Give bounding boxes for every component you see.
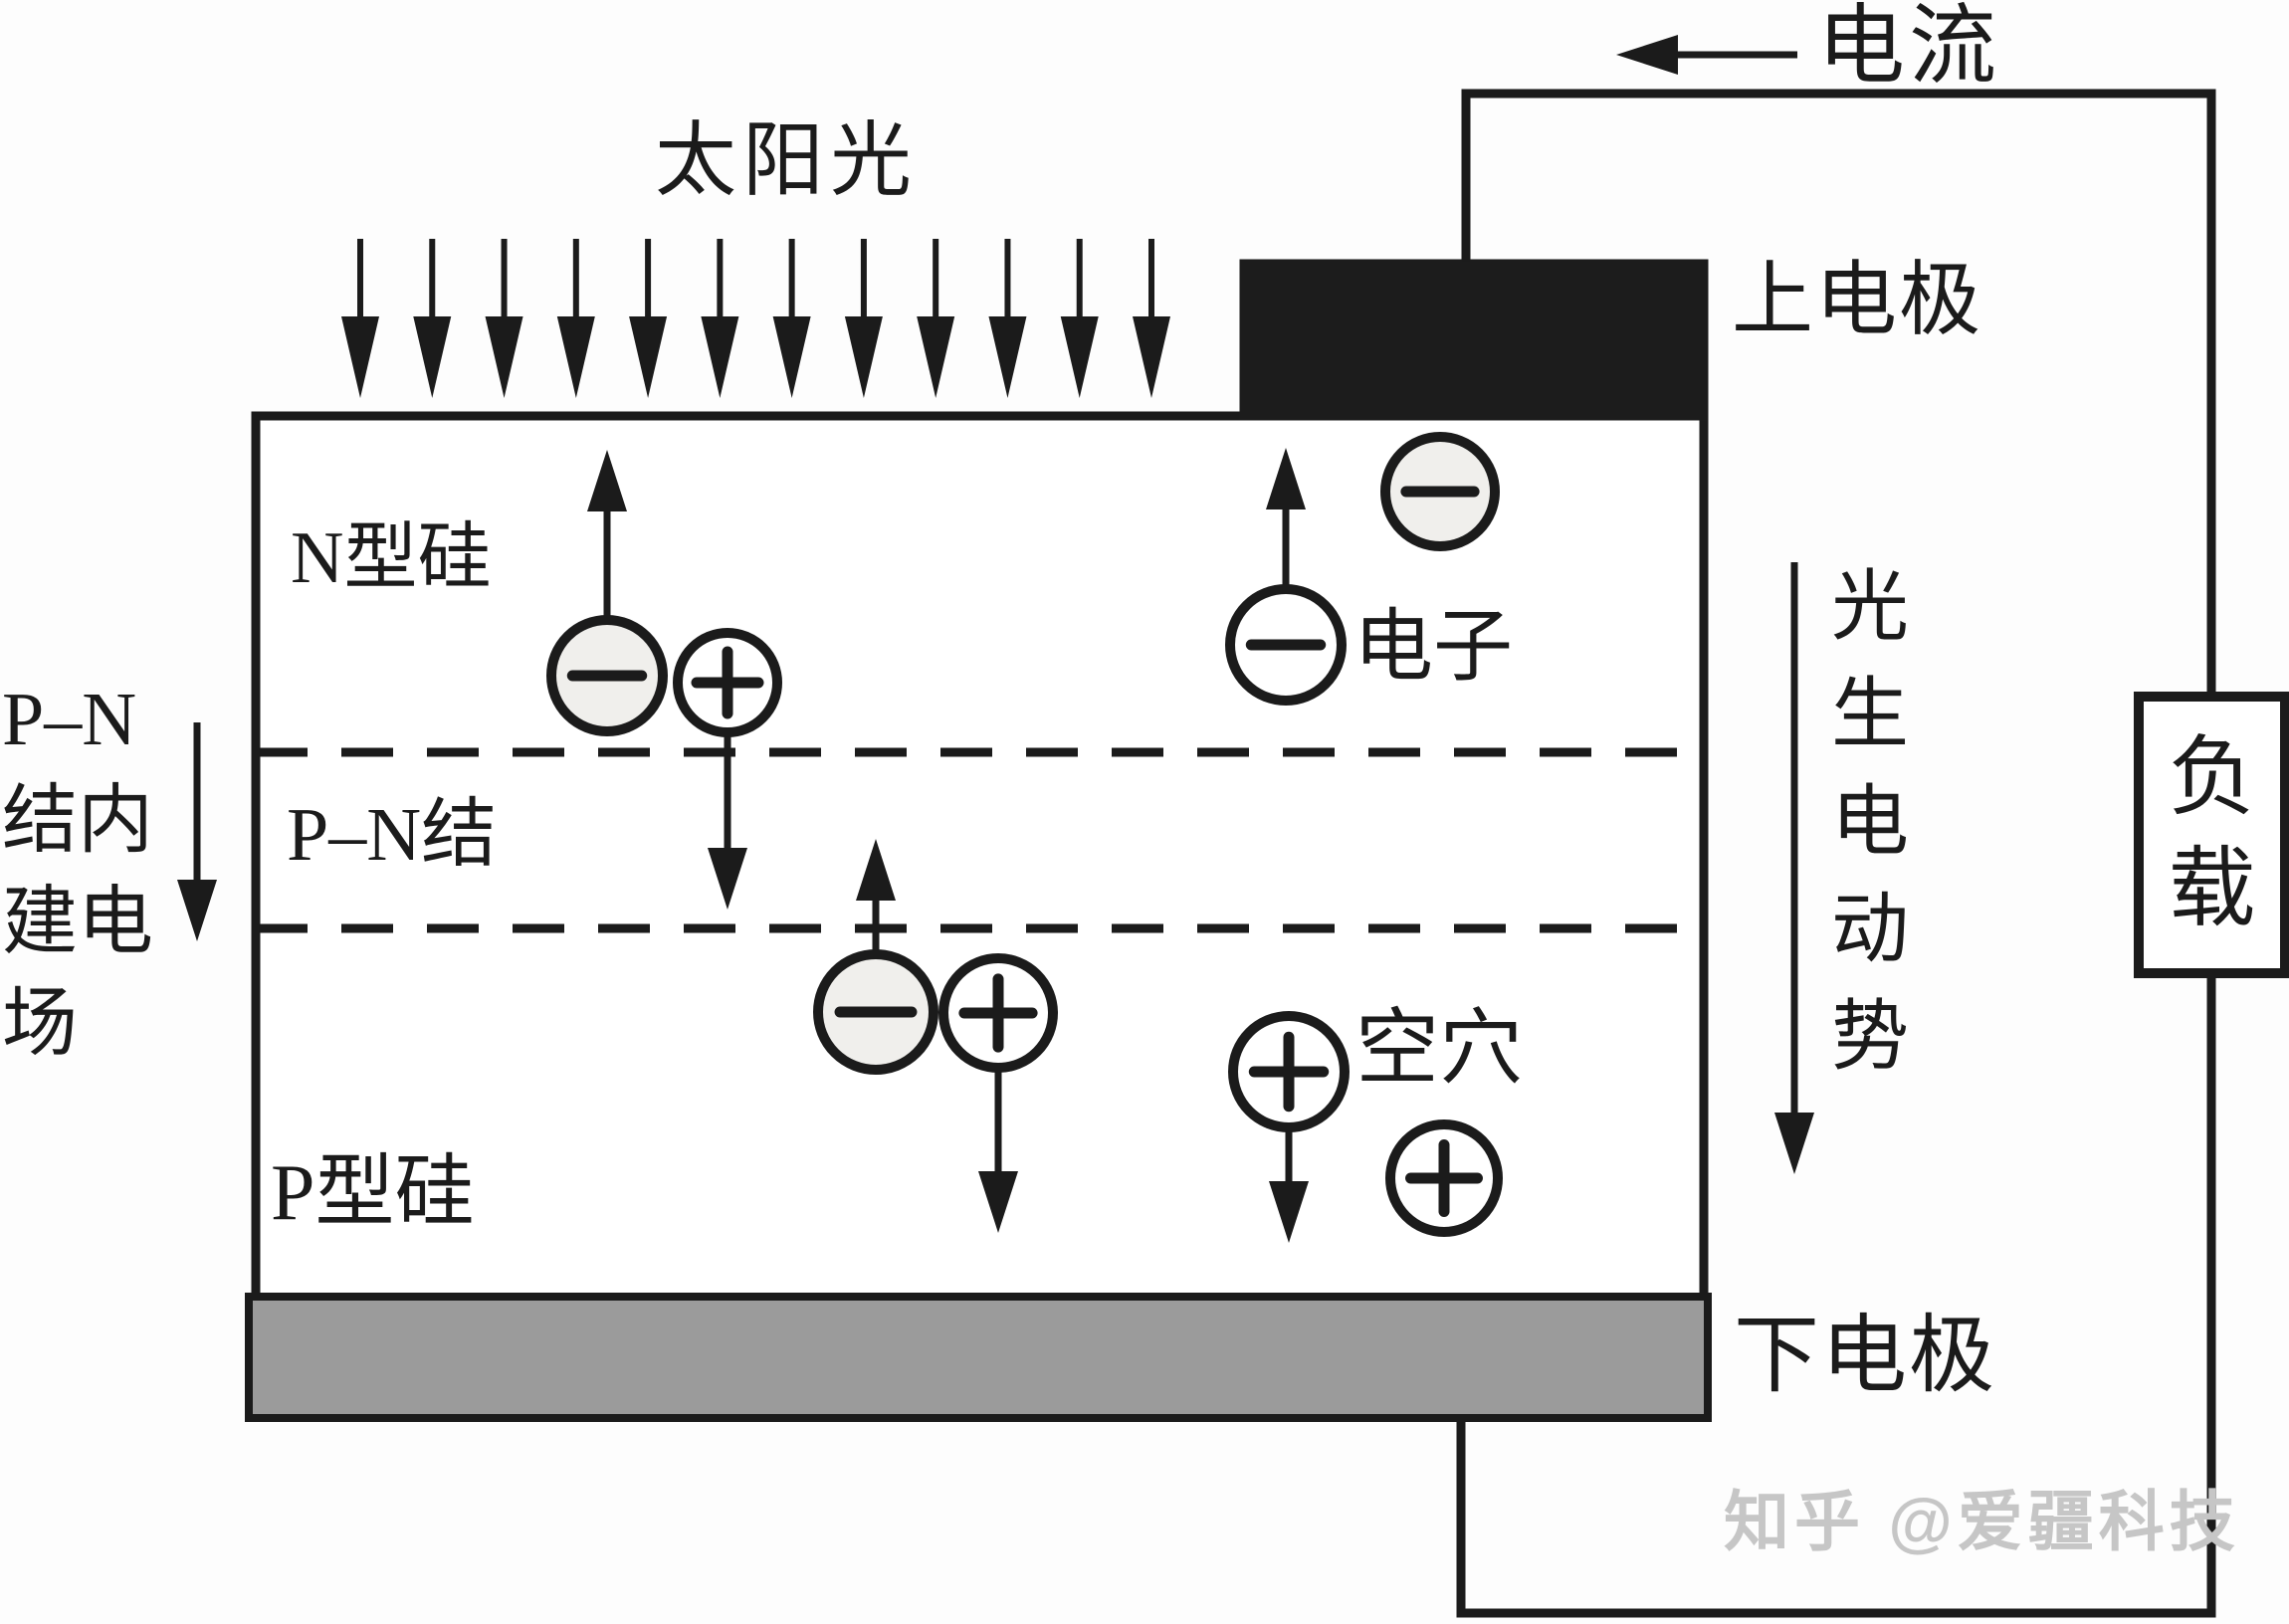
hole-particle: [1228, 1011, 1350, 1132]
sun-ray-head: [772, 316, 811, 398]
bottom-electrode: [245, 1293, 1712, 1422]
load-label: 负 载: [2168, 730, 2256, 938]
electron-up-arrow-head: [856, 839, 896, 901]
junction-label: P–N结: [287, 793, 498, 877]
current-label: 电流: [1817, 0, 2001, 96]
n-region-label: N型硅: [291, 517, 492, 599]
photo-emf-label: 光 生 电 动 势: [1830, 563, 1909, 1080]
hole-down-arrow-head: [1269, 1181, 1309, 1243]
emf-direction-arrow-head: [1774, 1113, 1814, 1174]
bottom-electrode-label: 下电极: [1734, 1308, 1996, 1403]
wire-top: [1461, 89, 2216, 699]
cell-structure: [245, 259, 2289, 1422]
motion-arrows: [177, 35, 1814, 1243]
top-electrode-label: 上电极: [1732, 255, 1983, 345]
electron-particle: [1380, 432, 1500, 551]
hole-particle: [1385, 1119, 1503, 1237]
electron-particle: [1225, 584, 1347, 706]
hole-label: 空穴: [1355, 1003, 1524, 1096]
electron-label: 电子: [1353, 604, 1513, 692]
hole-particle: [673, 628, 782, 737]
p-region-label: P型硅: [271, 1149, 475, 1237]
sun-ray-head: [629, 316, 668, 398]
sunlight-label: 太阳光: [655, 115, 919, 206]
electron-particle: [546, 615, 668, 736]
sun-ray-head: [341, 316, 379, 398]
sunlight-arrows: [341, 239, 1170, 398]
electron-particle: [813, 949, 938, 1075]
sun-ray-head: [485, 316, 523, 398]
sun-ray-head: [556, 316, 595, 398]
sun-ray-head: [988, 316, 1027, 398]
sun-ray-head: [917, 316, 955, 398]
current-direction-arrow-head: [1616, 35, 1678, 75]
watermark: 知乎 @爱疆科技: [1724, 1485, 2240, 1558]
hole-down-arrow-head: [978, 1171, 1018, 1233]
field-direction-arrow-head: [177, 880, 217, 941]
pn-junction-boundaries: [256, 747, 1704, 933]
hole-down-arrow-head: [708, 848, 747, 910]
hole-particle: [938, 953, 1058, 1073]
top-electrode: [1239, 259, 1709, 421]
sun-ray-head: [1133, 316, 1170, 398]
wire-bottom: [1456, 971, 2216, 1618]
charge-particles: [546, 432, 1503, 1237]
sun-ray-head: [1060, 316, 1099, 398]
builtin-field-label: P–N 结内 建电 场: [2, 678, 153, 1066]
electron-up-arrow-head: [1266, 448, 1306, 509]
circuit-wires: [1456, 89, 2216, 1618]
load-box: [2134, 692, 2289, 978]
electron-up-arrow-head: [587, 450, 627, 511]
sun-ray-head: [701, 316, 739, 398]
sun-ray-head: [413, 316, 452, 398]
sun-ray-head: [844, 316, 883, 398]
